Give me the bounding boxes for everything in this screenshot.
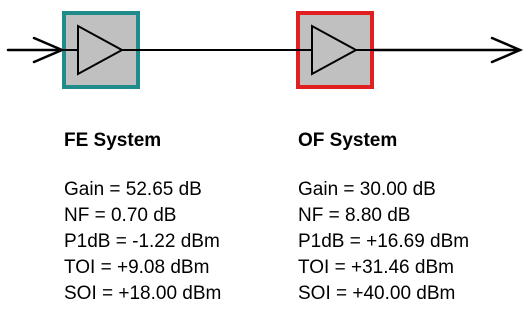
- fe-system-specs: Gain = 52.65 dB NF = 0.70 dB P1dB = -1.2…: [64, 177, 221, 307]
- amplifier-triangle-icon: [296, 24, 374, 76]
- fe-system-title: FE System: [64, 130, 162, 151]
- of-nf-value: NF = 8.80 dB: [298, 205, 411, 226]
- fe-toi-value: TOI = +9.08 dBm: [64, 257, 210, 278]
- output-arrow-icon: [372, 36, 524, 64]
- fe-p1db-value: P1dB = -1.22 dBm: [64, 231, 220, 252]
- input-arrow-icon: [6, 36, 66, 64]
- of-system-title: OF System: [298, 130, 398, 151]
- fe-soi-value: SOI = +18.00 dBm: [64, 283, 222, 304]
- of-toi-value: TOI = +31.46 dBm: [298, 257, 454, 278]
- fe-system-block[interactable]: [62, 11, 140, 89]
- of-system-specs: Gain = 30.00 dB NF = 8.80 dB P1dB = +16.…: [298, 177, 469, 307]
- fe-gain-value: Gain = 52.65 dB: [64, 179, 202, 200]
- amplifier-triangle-icon: [62, 24, 140, 76]
- fe-nf-value: NF = 0.70 dB: [64, 205, 177, 226]
- of-system-block[interactable]: [296, 11, 374, 89]
- of-p1db-value: P1dB = +16.69 dBm: [298, 231, 470, 252]
- of-gain-value: Gain = 30.00 dB: [298, 179, 436, 200]
- of-soi-value: SOI = +40.00 dBm: [298, 283, 456, 304]
